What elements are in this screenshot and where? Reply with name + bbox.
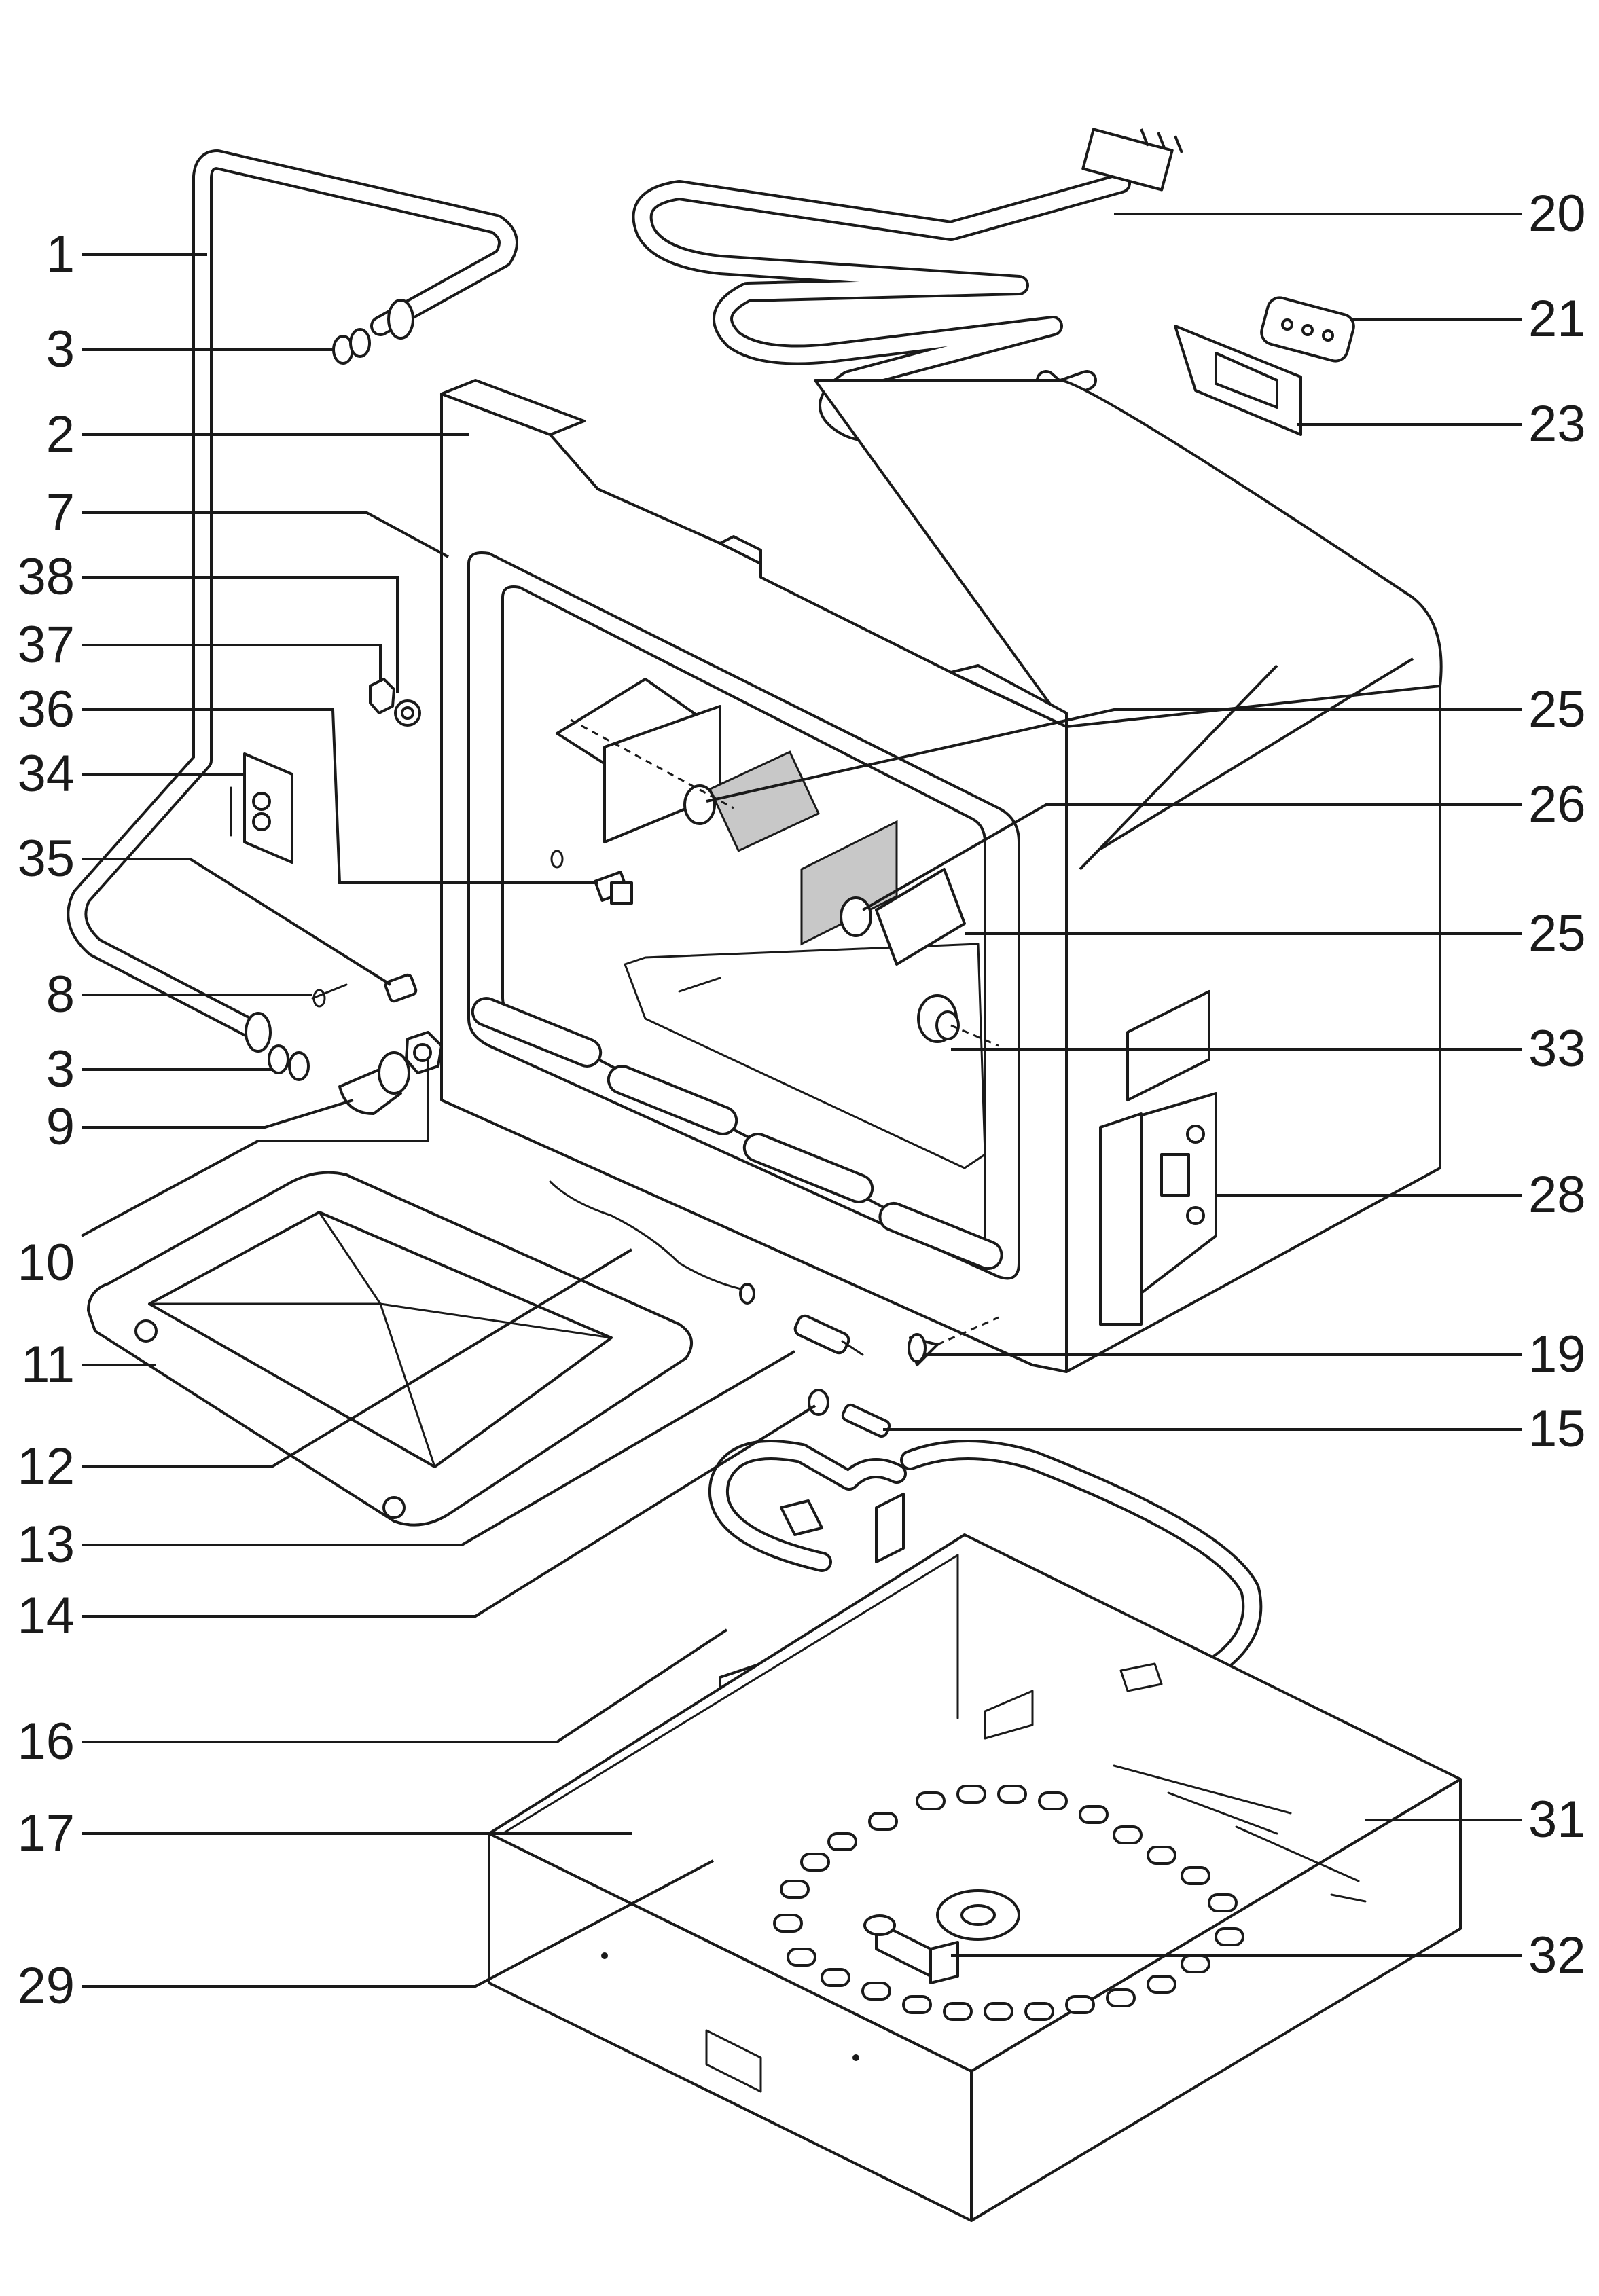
callout-33: 33 [1528, 1020, 1586, 1078]
callout-28: 28 [1528, 1166, 1586, 1224]
elbow-fitting-9 [338, 1051, 410, 1115]
callout-14: 14 [17, 1587, 75, 1645]
callout-37: 37 [17, 616, 75, 674]
inner-rear-panel [624, 943, 986, 1169]
burner-holes-32 [773, 1785, 1244, 2021]
drip-tray-11 [87, 1171, 693, 1527]
o-rings-3-lower [268, 1044, 310, 1081]
callout-13: 13 [17, 1516, 75, 1573]
washer-38 [394, 699, 421, 727]
bracket-34 [230, 752, 293, 864]
callout-35: 35 [17, 830, 75, 888]
callout-20: 20 [1528, 185, 1586, 242]
callout-29: 29 [17, 1957, 75, 2015]
upper-lamp-assembly [556, 678, 821, 852]
callout-2: 2 [46, 405, 75, 463]
knob-33 [917, 994, 999, 1047]
nut-14 [808, 1389, 829, 1416]
callout-11: 11 [21, 1336, 75, 1393]
callout-15: 15 [1528, 1400, 1586, 1458]
nut-37 [369, 678, 395, 714]
thermostat-probe-13 [793, 1314, 864, 1356]
rear-heating-element-1 [67, 149, 518, 1053]
callout-36: 36 [17, 680, 75, 738]
callout-labels: 1 3 2 7 38 37 36 34 35 8 3 9 10 11 12 13… [17, 185, 1585, 2015]
parts-drawing [67, 128, 1462, 2222]
terminal-connector-21 [1260, 296, 1355, 363]
rivet-19 [908, 1316, 999, 1366]
nut-10 [405, 1031, 443, 1074]
callout-17: 17 [17, 1804, 75, 1862]
mounting-plate-23 [1174, 325, 1302, 436]
callout-9: 9 [46, 1098, 75, 1156]
fitting-35 [384, 973, 418, 1003]
hinge-bracket-28 [1099, 1092, 1217, 1326]
leader-lines [81, 213, 1522, 1988]
o-rings-3-upper [332, 328, 371, 365]
oven-base-31 [488, 1533, 1462, 2222]
callout-10: 10 [17, 1234, 75, 1292]
oven-cavity-box [814, 379, 1443, 1373]
callout-12: 12 [17, 1438, 75, 1495]
callout-31: 31 [1528, 1791, 1586, 1848]
callout-26: 26 [1528, 776, 1586, 833]
callout-1: 1 [46, 225, 75, 283]
bolt-36 [550, 850, 633, 905]
injector-15 [841, 1403, 891, 1438]
lower-lamp-assembly-25 [800, 820, 966, 966]
callout-23: 23 [1528, 395, 1586, 453]
callout-19: 19 [1528, 1326, 1586, 1383]
callout-21: 21 [1528, 290, 1586, 348]
callout-3-upper: 3 [46, 321, 75, 378]
callout-32: 32 [1528, 1927, 1586, 1984]
wire-12 [549, 1180, 755, 1305]
callout-7: 7 [46, 484, 75, 541]
callout-3-lower: 3 [46, 1040, 75, 1098]
callout-25-upper: 25 [1528, 680, 1586, 738]
pin-8 [311, 983, 348, 1008]
callout-34: 34 [17, 745, 75, 803]
callout-8: 8 [46, 966, 75, 1023]
callout-38: 38 [17, 548, 75, 606]
callout-25-lower: 25 [1528, 905, 1586, 962]
callout-16: 16 [17, 1713, 75, 1770]
